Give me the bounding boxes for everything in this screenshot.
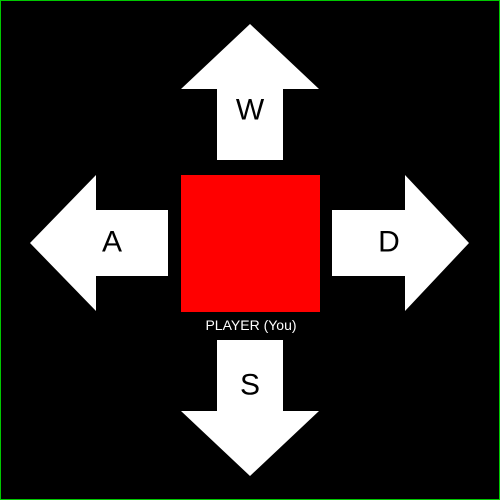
player-label: PLAYER (You) — [205, 317, 297, 333]
left-arrow-button[interactable]: A — [30, 175, 168, 311]
arrow-down-icon[interactable] — [181, 340, 319, 476]
right-arrow-button[interactable]: D — [332, 175, 469, 311]
arrow-up-icon[interactable] — [181, 24, 319, 160]
arrow-right-icon[interactable] — [332, 175, 469, 311]
down-arrow-button[interactable]: S — [181, 340, 319, 476]
arrow-left-icon[interactable] — [30, 175, 168, 311]
player-square — [181, 175, 320, 312]
up-arrow-button[interactable]: W — [181, 24, 319, 160]
